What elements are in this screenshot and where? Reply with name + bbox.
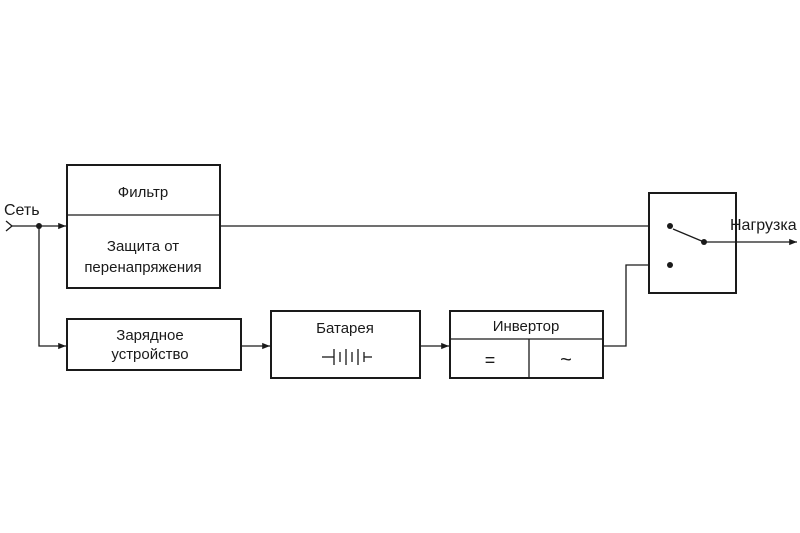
charger-block: Зарядное устройство xyxy=(66,318,242,371)
charger-label-line1: Зарядное xyxy=(116,327,183,344)
filter-block: Фильтр Защита от перенапряжения xyxy=(66,164,221,289)
filter-box xyxy=(66,164,221,289)
inverter-box xyxy=(449,310,604,379)
charger-box xyxy=(66,318,242,371)
dc-symbol-icon: = xyxy=(485,350,496,370)
input-terminal xyxy=(5,220,14,232)
inverter-block: Инвертор = ~ xyxy=(449,310,604,379)
transfer-switch xyxy=(648,192,737,294)
inverter-title: Инвертор xyxy=(493,318,560,335)
battery-title: Батарея xyxy=(316,320,374,337)
switch-contact-inverter xyxy=(667,262,673,268)
battery-block: Батарея xyxy=(270,310,421,379)
charger-label-line2: устройство xyxy=(111,346,188,363)
ac-symbol-icon: ~ xyxy=(560,349,572,371)
input-label: Сеть xyxy=(4,202,40,219)
protection-label-line2: перенапряжения xyxy=(84,259,201,276)
switch-box xyxy=(648,192,737,294)
charger-feed-line xyxy=(38,226,66,350)
filter-title: Фильтр xyxy=(118,184,168,201)
battery-symbol-icon xyxy=(322,349,372,365)
switch-blade xyxy=(672,228,705,243)
output-label: Нагрузка xyxy=(730,217,797,234)
switch-contact-bypass xyxy=(667,223,673,229)
protection-label-line1: Защита от xyxy=(107,238,179,255)
battery-box xyxy=(270,310,421,379)
